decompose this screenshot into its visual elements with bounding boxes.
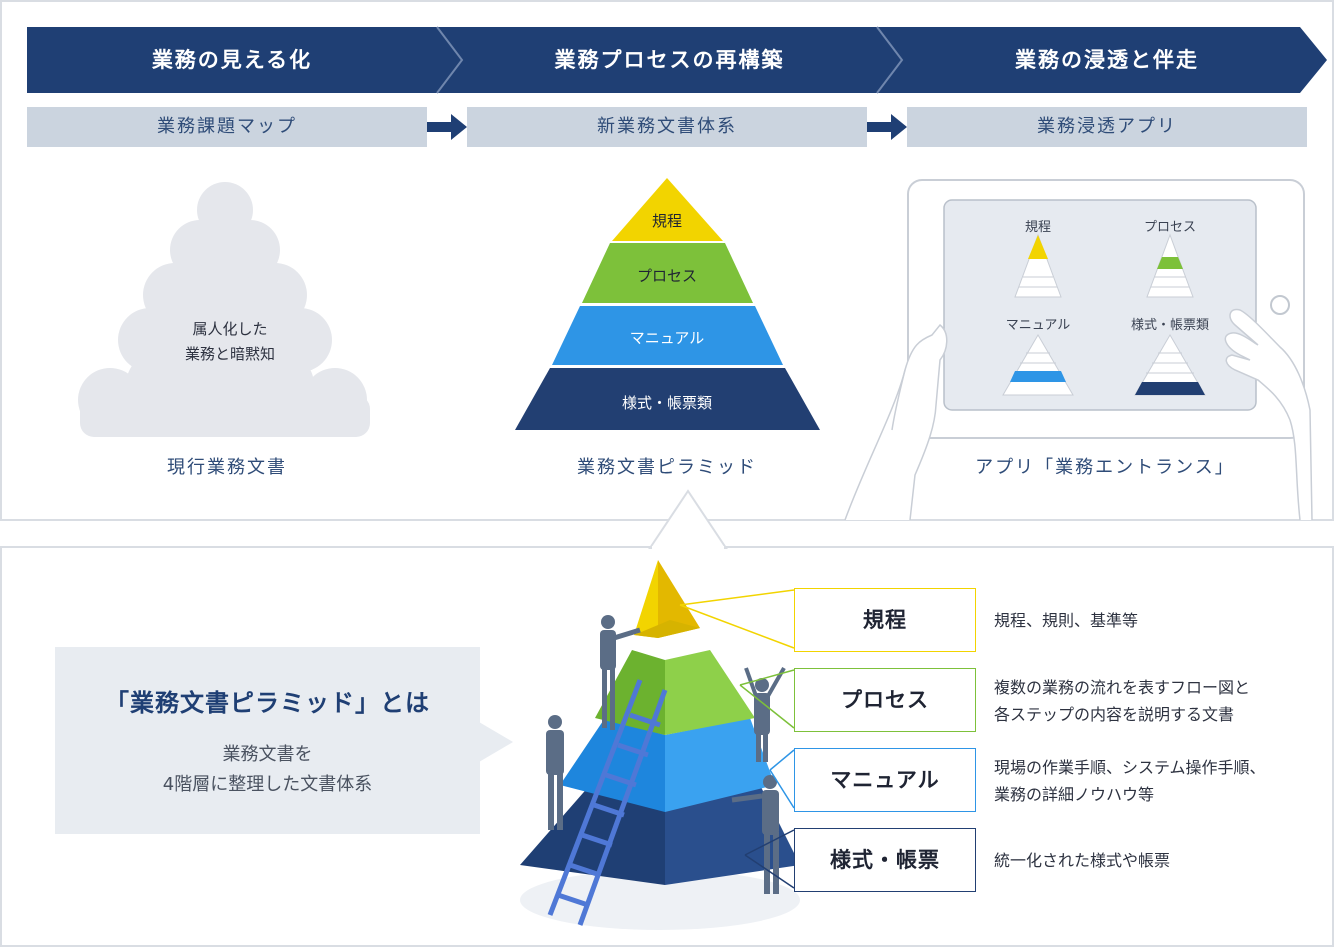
step3-title: 業務の浸透と伴走 bbox=[1015, 48, 1199, 72]
left-hand bbox=[844, 323, 948, 520]
legend-desc-manual-1: 現場の作業手順、システム操作手順、 bbox=[994, 758, 1266, 777]
step3-caption: アプリ「業務エントランス」 bbox=[975, 457, 1235, 478]
definition-title: 「業務文書ピラミッド」とは bbox=[105, 689, 430, 717]
businessperson-icon bbox=[600, 615, 641, 730]
legend-desc-regulations: 規程、規則、基準等 bbox=[994, 611, 1139, 630]
definition-line2: 4階層に整理した文書体系 bbox=[162, 774, 373, 795]
tacit-knowledge-cloud bbox=[78, 182, 370, 437]
callout-pointer bbox=[648, 489, 728, 550]
step2-caption: 業務文書ピラミッド bbox=[577, 457, 757, 478]
pyramid-label-manual: マニュアル bbox=[629, 329, 705, 347]
mini-pyramid-forms bbox=[1134, 334, 1206, 396]
step3-tool: 業務浸透アプリ bbox=[907, 107, 1307, 147]
legend-desc-process-1: 複数の業務の流れを表すフロー図と bbox=[994, 678, 1251, 697]
pyramid-label-process: プロセス bbox=[636, 267, 697, 285]
flow-arrow-icon bbox=[427, 114, 467, 140]
step1-caption: 現行業務文書 bbox=[167, 457, 287, 478]
tablet-label-manual: マニュアル bbox=[1005, 318, 1071, 333]
tablet-home-button bbox=[1270, 295, 1290, 315]
mini-pyramid-process bbox=[1146, 233, 1194, 298]
pyramid-3d-illustration bbox=[520, 560, 800, 930]
tablet-label-process: プロセス bbox=[1143, 220, 1196, 235]
legend-box-manual: マニュアル bbox=[794, 748, 976, 812]
legend-desc-process-2: 各ステップの内容を説明する文書 bbox=[994, 705, 1235, 724]
pyramid-label-forms: 様式・帳票類 bbox=[621, 394, 712, 412]
legend-connectors bbox=[679, 589, 795, 889]
document-pyramid bbox=[515, 178, 820, 430]
step3-chevron bbox=[877, 27, 1327, 93]
definition-line1: 業務文書を bbox=[222, 744, 313, 765]
pyramid-label-regulations: 規程 bbox=[651, 212, 682, 230]
tablet-label-forms: 様式・帳票類 bbox=[1130, 318, 1209, 333]
cloud-label-line2: 業務と暗黙知 bbox=[184, 345, 275, 363]
step2-title: 業務プロセスの再構築 bbox=[554, 48, 785, 72]
pyramid-level-process bbox=[582, 243, 753, 303]
flow-arrow-icon bbox=[867, 114, 907, 140]
legend-box-process: プロセス bbox=[794, 668, 976, 732]
pyramid-level-forms bbox=[515, 368, 820, 430]
mini-pyramid-regulations bbox=[1014, 233, 1062, 298]
legend-desc-forms: 統一化された様式や帳票 bbox=[994, 851, 1171, 870]
tablet-illustration bbox=[844, 179, 1313, 520]
definition-callout-bg bbox=[55, 647, 513, 834]
process-arrow-bar bbox=[27, 26, 1327, 94]
legend-box-regulations: 規程 bbox=[794, 588, 976, 652]
pyramid-level-manual bbox=[552, 306, 783, 365]
cloud-label-line1: 属人化した bbox=[192, 320, 268, 338]
legend-desc-manual-2: 業務の詳細ノウハウ等 bbox=[994, 785, 1155, 804]
businessperson-icon bbox=[546, 715, 564, 830]
right-hand bbox=[1224, 308, 1313, 520]
step1-chevron bbox=[27, 27, 462, 93]
legend-box-forms: 様式・帳票 bbox=[794, 828, 976, 892]
step2-tool: 新業務文書体系 bbox=[467, 107, 867, 147]
businessperson-icon bbox=[731, 775, 779, 894]
pyramid-level-regulations bbox=[612, 178, 723, 241]
ladder-icon bbox=[547, 679, 668, 926]
step1-tool: 業務課題マップ bbox=[27, 107, 427, 147]
step2-chevron bbox=[437, 27, 902, 93]
mini-pyramid-manual bbox=[1002, 334, 1074, 396]
tablet-label-regulations: 規程 bbox=[1024, 220, 1051, 235]
step1-title: 業務の見える化 bbox=[151, 48, 313, 72]
